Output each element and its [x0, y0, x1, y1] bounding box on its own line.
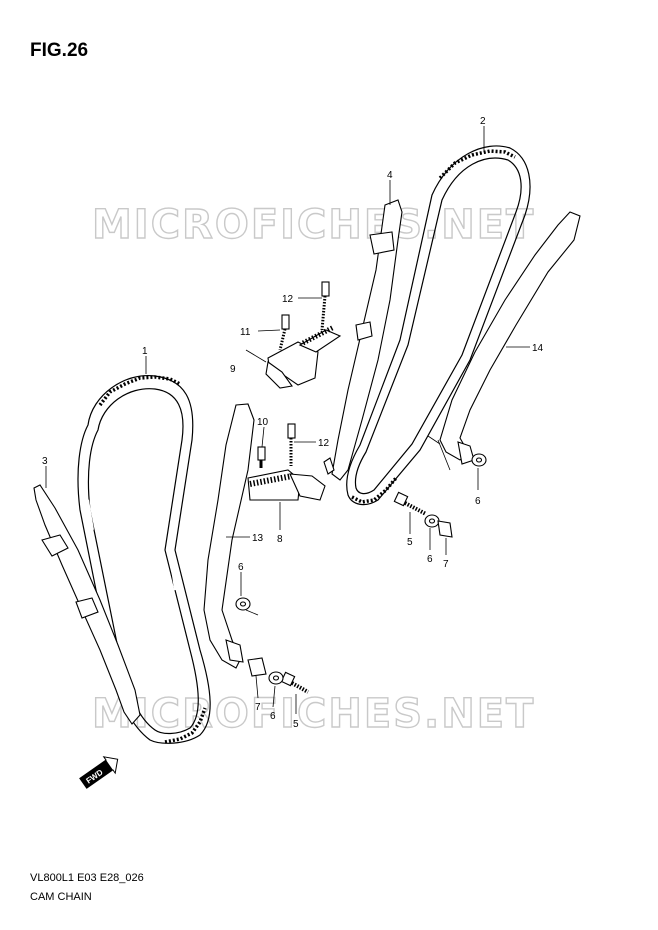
cam-chain-tensioner-8: [247, 457, 335, 501]
cam-chain-left: [77, 374, 211, 744]
callout-13: 13: [252, 533, 264, 544]
callout-10: 10: [257, 417, 269, 428]
callout-3: 3: [42, 456, 48, 467]
callout-11: 11: [240, 327, 251, 338]
cam-chain-tensioner-9: [265, 324, 342, 389]
watermark-top: MICROFICHES.NET: [92, 202, 535, 248]
bolt-12-lower: [287, 423, 296, 466]
callout-numbers: 1 2 3 4 5 5 6 6 6 6 7 7 8 9 10 11 12 12 …: [42, 116, 544, 730]
callout-12-upper: 12: [282, 294, 294, 305]
tensioner-guide-13: [203, 403, 255, 669]
callout-7-left: 7: [255, 702, 261, 713]
washer-6-mid-left: [235, 597, 251, 611]
figure-title: FIG.26: [30, 40, 89, 61]
tensioner-guide-14: [439, 211, 581, 461]
callout-2: 2: [480, 116, 486, 127]
figure-caption: CAM CHAIN: [30, 891, 92, 903]
washer-6-top-right: [471, 453, 487, 467]
watermark-bottom: MICROFICHES.NET: [92, 691, 535, 737]
callout-4: 4: [387, 170, 393, 181]
cam-chain-right: [346, 145, 531, 506]
fwd-arrow-icon: FWD: [79, 756, 119, 789]
callout-7-right: 7: [443, 559, 449, 570]
bolt-11: [278, 314, 290, 351]
bolt-5-left: [280, 671, 309, 694]
callout-8: 8: [277, 534, 283, 545]
washer-6-mid-right: [424, 514, 440, 528]
callout-9: 9: [230, 364, 236, 375]
model-code: VL800L1 E03 E28_026: [30, 872, 144, 884]
callout-14: 14: [532, 343, 544, 354]
washer-6-bottom-left: [268, 671, 284, 685]
callout-6-mid-left: 6: [238, 562, 244, 573]
callout-1: 1: [142, 346, 148, 357]
bolt-12-upper: [320, 281, 330, 331]
callout-6-top-right: 6: [475, 496, 481, 507]
chain-guide-4: [331, 199, 403, 481]
callout-6-mid-right: 6: [427, 554, 433, 565]
callout-12-lower: 12: [318, 438, 330, 449]
bolt-5-right: [393, 491, 427, 516]
bolt-10: [257, 446, 266, 468]
spacer-7-left: [247, 657, 267, 677]
callout-5-right: 5: [407, 537, 413, 548]
leader-lines: [45, 126, 530, 714]
spacer-7-right: [437, 520, 453, 538]
callout-5-left: 5: [293, 719, 299, 730]
callout-6-bottom-left: 6: [270, 711, 276, 722]
